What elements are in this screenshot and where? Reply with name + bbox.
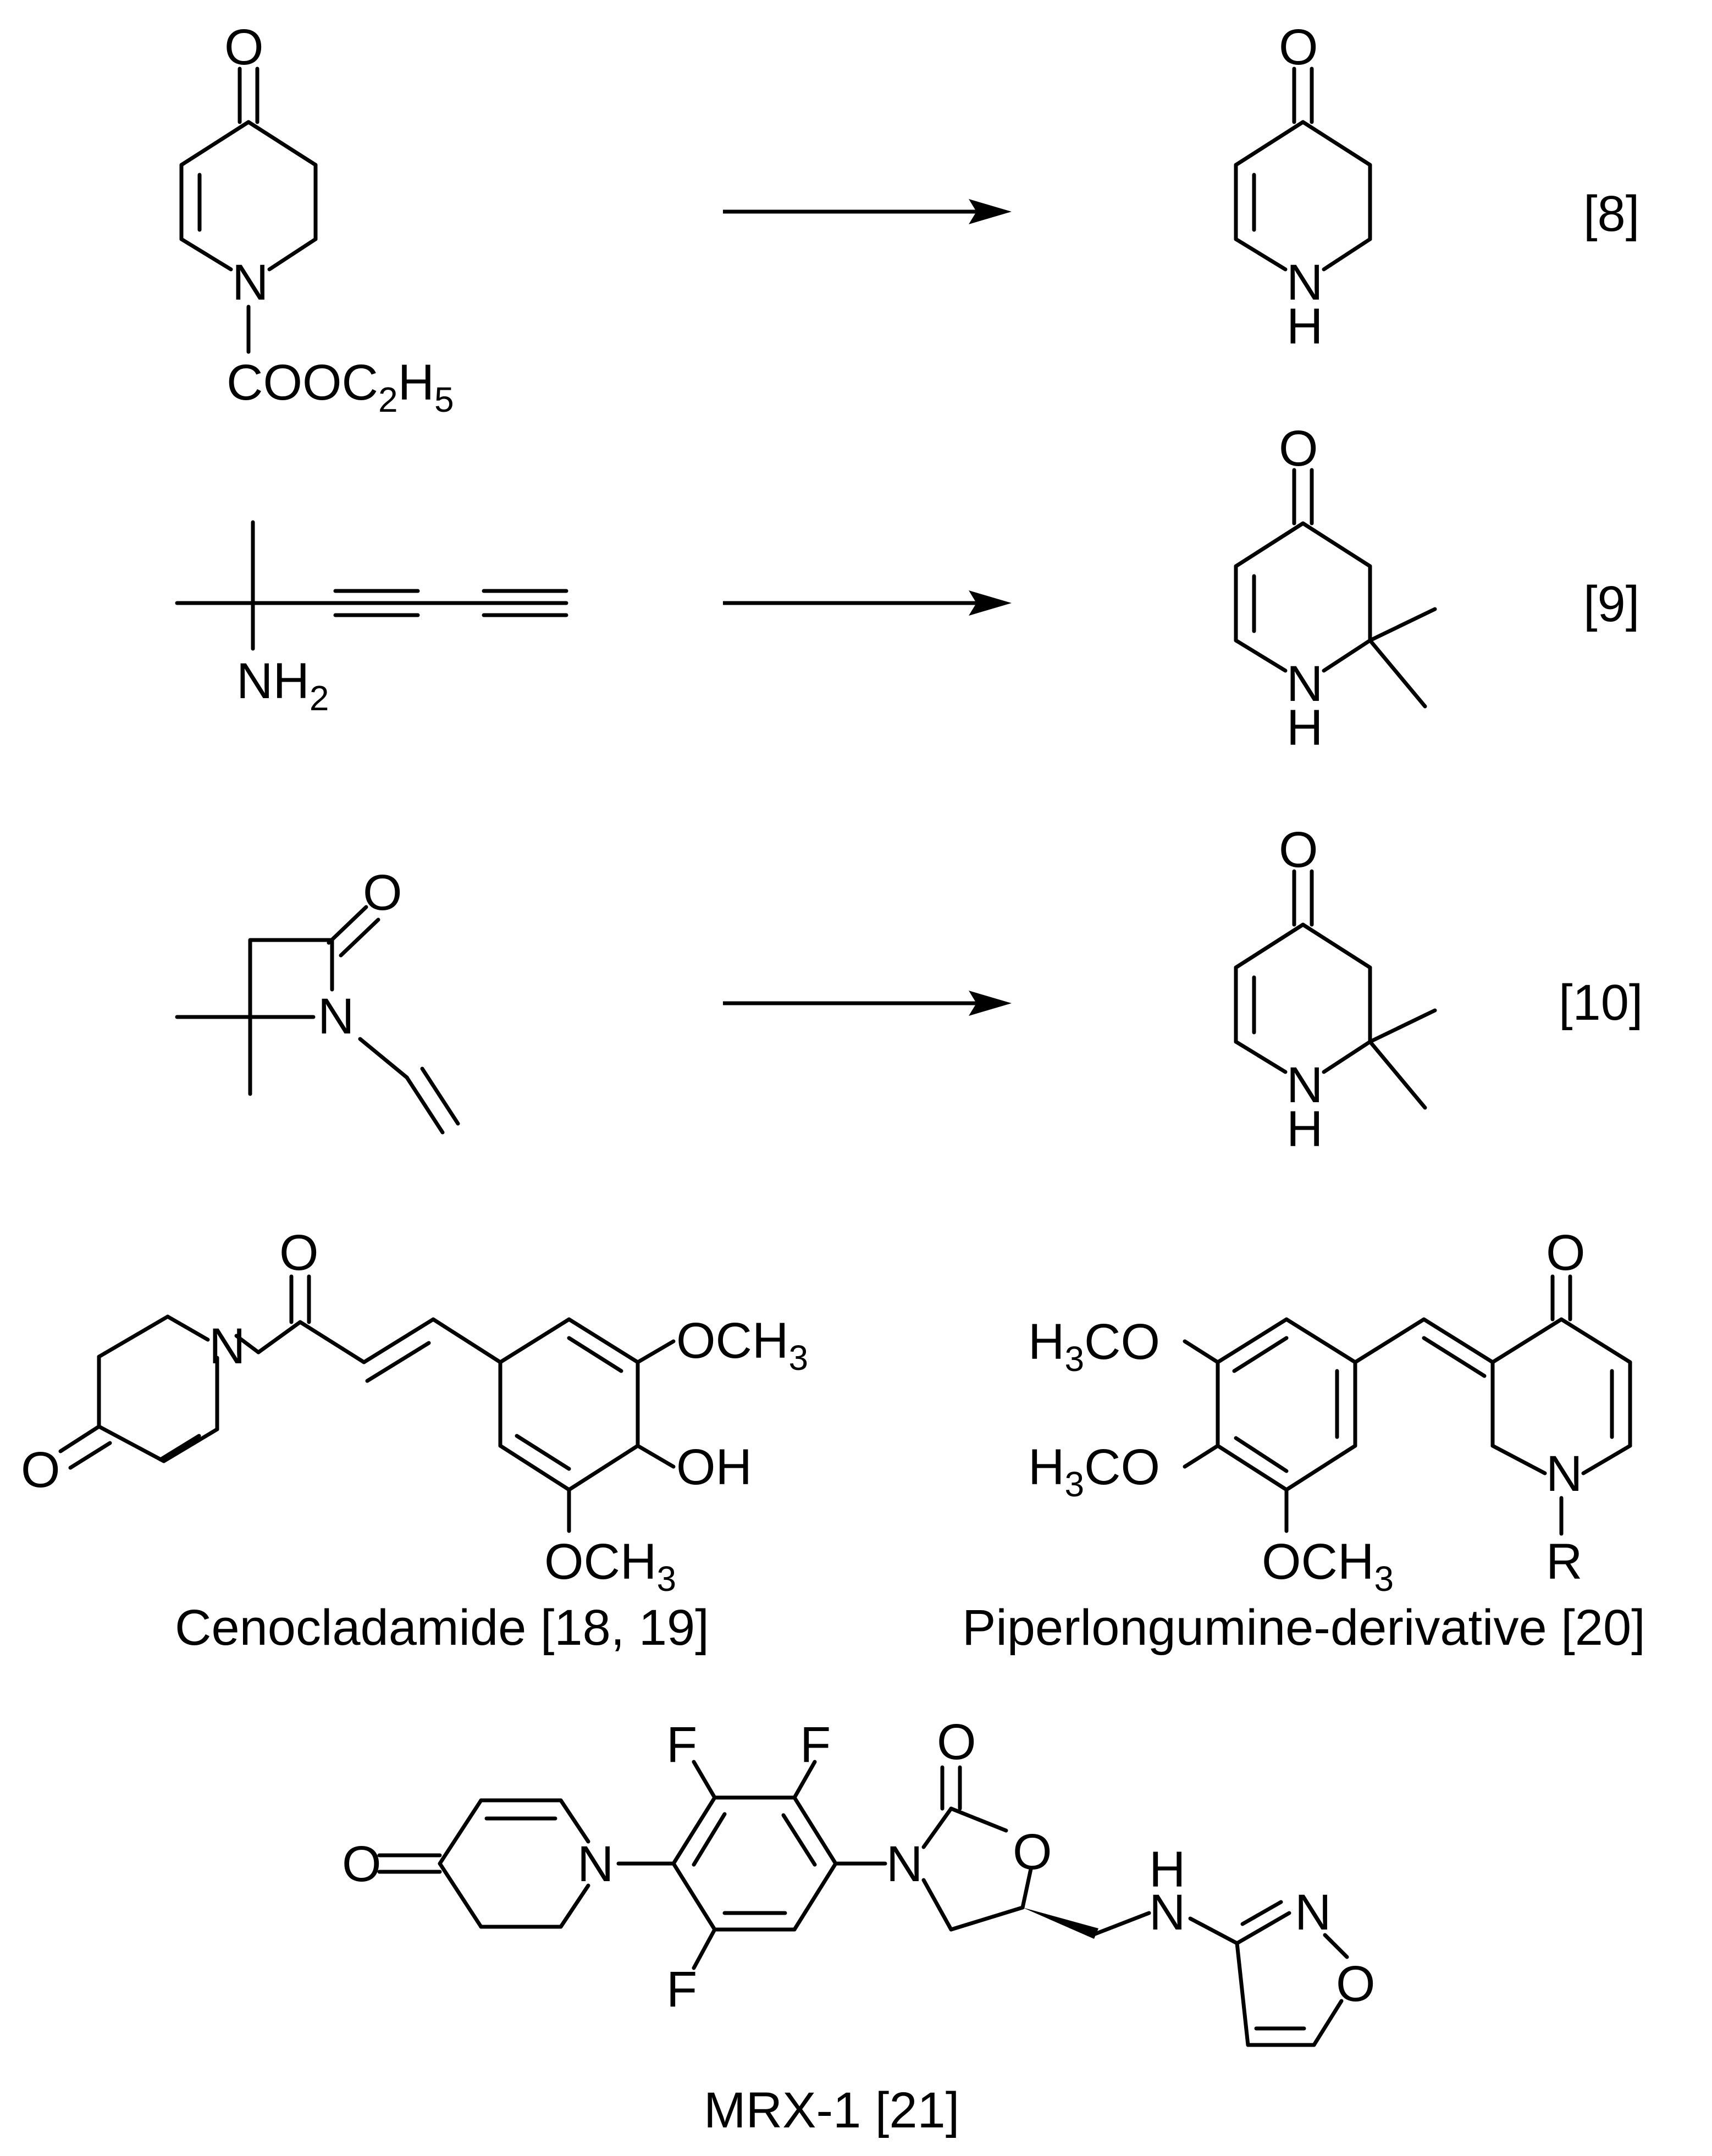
compound-caption: Piperlongumine-derivative [20] [962, 1600, 1645, 1656]
atom-n: N [232, 255, 268, 311]
atom-h: H [1149, 1842, 1185, 1898]
product-dihydropyridinone: O N H [1234, 19, 1372, 355]
compound-caption: Cenocladamide [18, 19] [175, 1600, 709, 1656]
atom-h: H [1286, 298, 1323, 355]
amine-group: NH2 [236, 653, 329, 718]
reactant-aminodiyne: NH2 [175, 520, 568, 718]
product-dimethyl-dihydropyridinone: O N H [1234, 822, 1437, 1157]
atom-o: O [1013, 1824, 1052, 1880]
reference-label: [8] [1583, 186, 1639, 242]
methoxy-group: OCH3 [676, 1313, 808, 1378]
methoxy-group: H3CO [1028, 1439, 1160, 1504]
methoxy-group: H3CO [1028, 1314, 1160, 1379]
reactant-n-vinyl-azetidinone: O N [175, 865, 460, 1135]
atom-n: N [577, 1836, 614, 1892]
atom-n: N [209, 1318, 245, 1374]
atom-r: R [1546, 1534, 1582, 1590]
compound-caption: MRX-1 [21] [704, 2082, 959, 2138]
atom-o: O [1546, 1225, 1586, 1281]
atom-o: O [363, 865, 402, 921]
atom-h: H [1286, 700, 1323, 756]
atom-h: H [1286, 1101, 1323, 1157]
reactant-n-carbethoxy-dihydropyridinone: O N COOC2H5 [179, 19, 454, 419]
atom-f: F [666, 1961, 697, 2017]
atom-n: N [1286, 255, 1323, 311]
atom-n: N [886, 1836, 923, 1892]
atom-n: N [1546, 1446, 1582, 1502]
ester-group: COOC2H5 [227, 355, 454, 419]
methoxy-group: OCH3 [544, 1534, 676, 1599]
atom-o: O [1279, 822, 1318, 878]
atom-o: O [1279, 19, 1318, 75]
atom-n: N [318, 988, 354, 1044]
piperlongumine-derivative-structure: H3CO H3CO OCH3 O N R [1028, 1225, 1632, 1599]
atom-o: O [224, 19, 264, 75]
atom-o: O [937, 1714, 976, 1770]
atom-n: N [1295, 1884, 1331, 1941]
atom-n: N [1286, 656, 1323, 712]
cenocladamide-structure: O N O OCH3 OH OCH3 [21, 1225, 808, 1599]
reaction-arrow-1 [723, 199, 1012, 224]
atom-f: F [800, 1717, 831, 1773]
atom-n: N [1149, 1884, 1185, 1941]
methoxy-group: OCH3 [1262, 1534, 1394, 1599]
reaction-arrow-3 [723, 991, 1012, 1016]
reference-label: [9] [1583, 576, 1639, 632]
atom-o: O [1279, 421, 1318, 477]
reference-label: [10] [1559, 975, 1643, 1031]
atom-o: O [342, 1836, 382, 1892]
atom-o: O [279, 1225, 319, 1281]
product-dimethyl-dihydropyridinone: O N H [1234, 421, 1437, 756]
hydroxy-group: OH [676, 1439, 752, 1495]
atom-f: F [666, 1717, 697, 1773]
atom-o: O [21, 1442, 60, 1498]
mrx-1-structure: O N F F F N O O [342, 1714, 1376, 2047]
atom-n: N [1286, 1057, 1323, 1113]
reaction-arrow-2 [723, 590, 1012, 616]
